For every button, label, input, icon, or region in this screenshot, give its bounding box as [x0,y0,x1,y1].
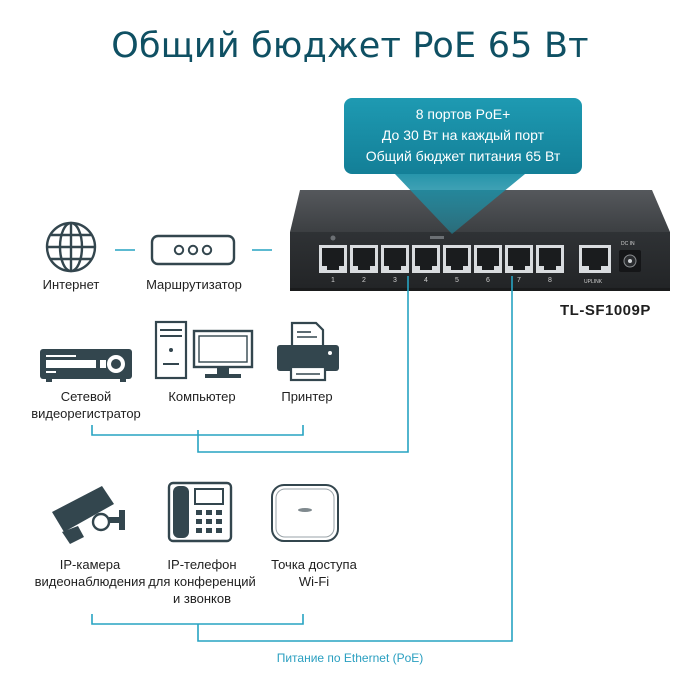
nvr-label: Сетевой видеорегистратор [10,388,162,422]
ip-phone-label-line: для конференций [148,574,256,589]
ip-camera-label-line: видеонаблюдения [34,574,146,589]
callout-line: Общий бюджет питания 65 Вт [365,148,561,164]
ethernet-port-icon [381,245,409,273]
ethernet-port-icon [319,245,347,273]
port-number: 1 [331,277,335,284]
globe-icon [45,221,97,273]
port-group [319,235,641,273]
port-number: 7 [517,277,521,284]
ethernet-port-icon [443,245,471,273]
access-point-icon [271,484,339,542]
uplink-port-icon [579,245,611,273]
router-label: Маршрутизатор [146,277,242,292]
printer-label: Принтер [281,389,333,404]
nvr-label-line: Сетевой [60,389,112,404]
ip-phone-label-line: IP-телефон [167,557,237,572]
ip-camera-label: IP-камера видеонаблюдения [20,556,160,590]
power-led-icon [330,235,336,241]
page-title: Общий бюджет PoE 65 Вт [111,26,589,66]
access-point-label-line: Wi-Fi [298,574,330,589]
internet-label: Интернет [42,277,100,292]
port-number: 6 [486,277,490,284]
port-number: 4 [424,277,428,284]
ethernet-port-icon [536,245,564,273]
printer-icon [277,321,339,382]
ethernet-port-icon [505,245,533,273]
uplink-label: UPLINK [584,279,603,285]
ethernet-port-icon [412,245,440,273]
poe-callout: 8 портов PoE+ До 30 Вт на каждый порт Об… [344,98,582,174]
port-number: 2 [362,277,366,284]
ethernet-port-icon [350,245,378,273]
connection-lines [91,249,513,642]
dc-in-label: DC IN [621,241,635,247]
callout-box [344,98,582,174]
poe-caption: Питание по Ethernet (PoE) [276,651,424,665]
ip-phone-icon [167,481,233,543]
ip-phone-label: IP-телефон для конференций и звонков [140,556,264,607]
access-point-label-line: Точка доступа [271,557,357,572]
port-number: 8 [548,277,552,284]
nvr-label-line: видеорегистратор [31,406,141,421]
computer-icon [154,320,254,380]
callout-line: 8 портов PoE+ [415,106,511,122]
port-number: 5 [455,277,459,284]
callout-line: До 30 Вт на каждый порт [381,127,545,143]
nvr-icon [40,349,132,382]
ethernet-port-icon [474,245,502,273]
port-number: 3 [393,277,397,284]
led-indicator-icon [430,236,444,239]
ip-camera-label-line: IP-камера [59,557,121,572]
dc-power-jack-icon [619,250,641,272]
computer-label: Компьютер [168,389,236,404]
router-icon [150,234,236,266]
ip-camera-icon [52,486,125,544]
ip-phone-label-line: и звонков [173,591,231,606]
callout-beam [395,174,525,234]
access-point-label: Точка доступа Wi-Fi [258,556,370,590]
model-name: TL-SF1009P [560,302,651,319]
